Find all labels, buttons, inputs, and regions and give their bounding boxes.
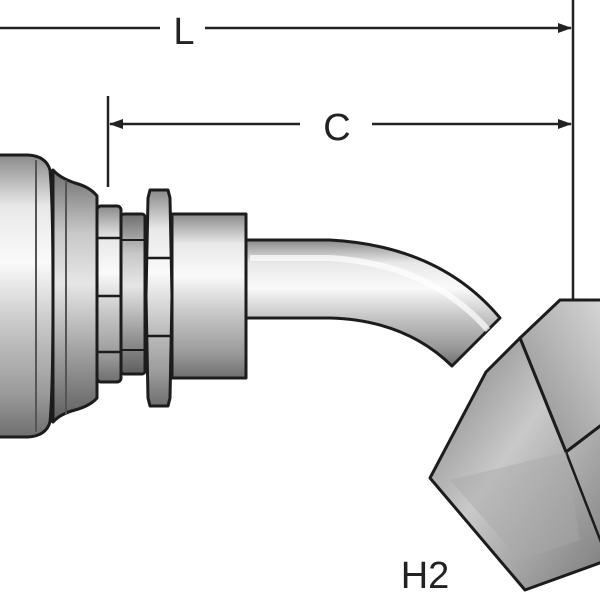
dimension-label-l: L <box>173 11 194 53</box>
swivel-nut-edge-1 <box>564 451 600 543</box>
bushing <box>170 212 248 380</box>
dimension-label-c: C <box>323 107 350 149</box>
nipple-hex <box>95 204 123 384</box>
crimp-collar <box>51 168 99 424</box>
bent-tube <box>244 238 502 368</box>
ferrule <box>0 153 55 439</box>
swivel-nut-edge-2 <box>485 337 521 373</box>
dimension-label-h2: H2 <box>401 555 450 597</box>
jam-nut <box>144 188 174 408</box>
swivel-nut-face <box>428 336 600 592</box>
hose-fitting <box>0 153 600 592</box>
dimension-annotations: L C <box>0 0 575 305</box>
tube-highlight <box>250 255 491 332</box>
swivel-nut-inner-face <box>450 452 580 560</box>
